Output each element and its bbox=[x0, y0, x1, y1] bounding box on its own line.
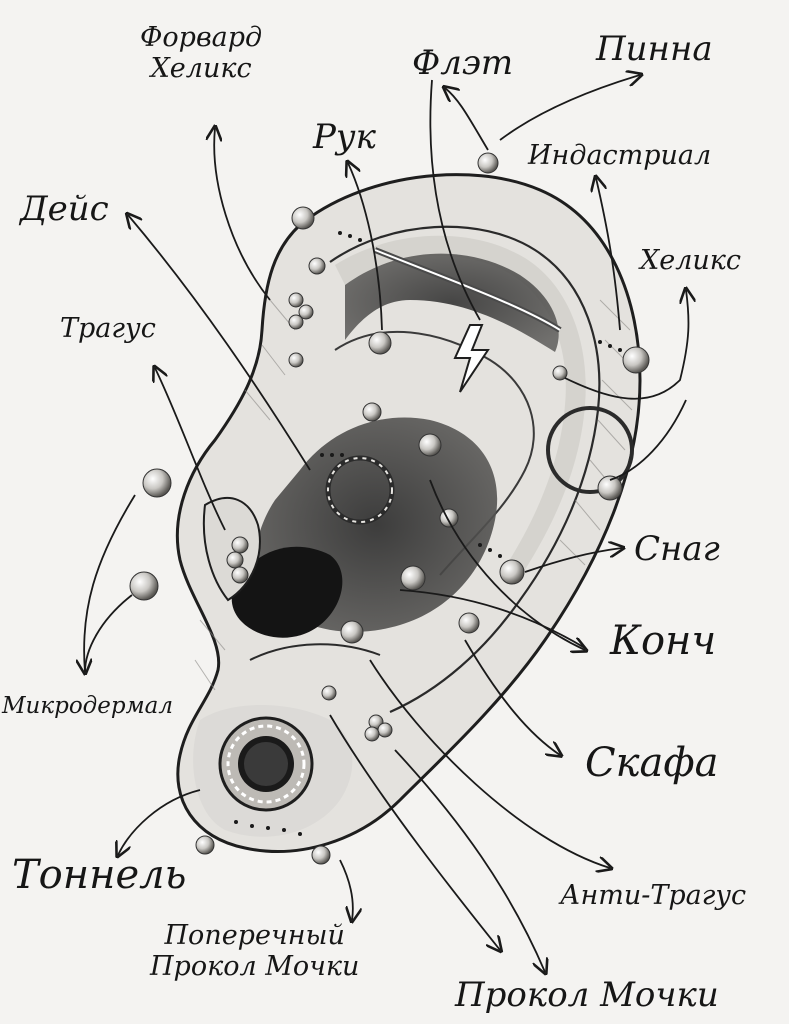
label-rook: Рук bbox=[313, 117, 376, 157]
label-tragus: Трагус bbox=[60, 313, 156, 344]
label-helix: Хеликс bbox=[640, 245, 742, 276]
label-scapha: Скафа bbox=[585, 740, 719, 786]
arrows bbox=[84, 75, 688, 972]
label-industrial: Индастриал bbox=[528, 140, 712, 171]
label-transverse-lobe: Поперечный Прокол Мочки bbox=[150, 920, 359, 982]
label-lobe: Прокол Мочки bbox=[455, 975, 719, 1015]
label-transverse-lobe-line2: Прокол Мочки bbox=[150, 951, 360, 983]
label-transverse-lobe-line1: Поперечный bbox=[164, 920, 345, 951]
label-forward-helix-line1: Форвард bbox=[140, 22, 263, 53]
label-microdermal: Микродермал bbox=[2, 693, 174, 719]
jewelry bbox=[129, 152, 650, 865]
label-pinna: Пинна bbox=[596, 29, 713, 69]
label-forward-helix-line2: Хеликс bbox=[150, 53, 252, 85]
label-flat: Флэт bbox=[412, 43, 514, 83]
label-conch: Конч bbox=[610, 618, 717, 664]
label-daith: Дейс bbox=[20, 189, 109, 229]
label-forward-helix: Форвард Хеликс bbox=[140, 22, 262, 84]
label-snug: Снаг bbox=[634, 529, 720, 569]
label-tunnel: Тоннель bbox=[12, 852, 187, 898]
label-anti-tragus: Анти-Трагус bbox=[560, 880, 747, 911]
